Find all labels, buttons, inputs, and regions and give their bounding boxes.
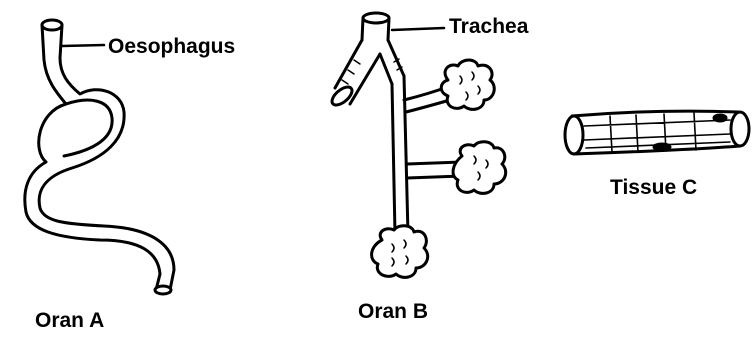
tissue-c-muscle-fibre — [565, 111, 749, 154]
right-bronchus — [380, 40, 404, 84]
trachea-top-opening — [363, 13, 389, 23]
stomach-outline — [64, 100, 112, 156]
middle-alveoli-cluster — [453, 142, 506, 194]
digestive-tract-outer-wall — [25, 25, 160, 290]
trachea-label: Trachea — [449, 16, 528, 37]
upper-alveoli-cluster — [441, 60, 494, 109]
muscle-fibre-nucleus-2 — [714, 115, 726, 121]
oesophagus-leader-line — [62, 45, 104, 46]
bottom-alveoli-cluster — [372, 226, 428, 278]
oesophagus-opening — [42, 20, 62, 30]
oran-a-label: Oran A — [35, 310, 104, 331]
tissue-c-label: Tissue C — [610, 177, 697, 198]
oran-b-label: Oran B — [358, 301, 428, 322]
muscle-fibre-right-end — [731, 112, 749, 146]
oesophagus-label: Oesophagus — [108, 36, 235, 57]
muscle-fibre-nucleus-1 — [654, 144, 670, 150]
intestine-end — [155, 286, 171, 294]
organ-b-respiratory-tree — [329, 13, 506, 277]
trachea-leader-line — [392, 28, 444, 30]
digestive-tract-inner-wall — [39, 25, 174, 290]
muscle-fibre-left-end — [565, 116, 583, 154]
organ-a-digestive-tract — [25, 20, 174, 294]
